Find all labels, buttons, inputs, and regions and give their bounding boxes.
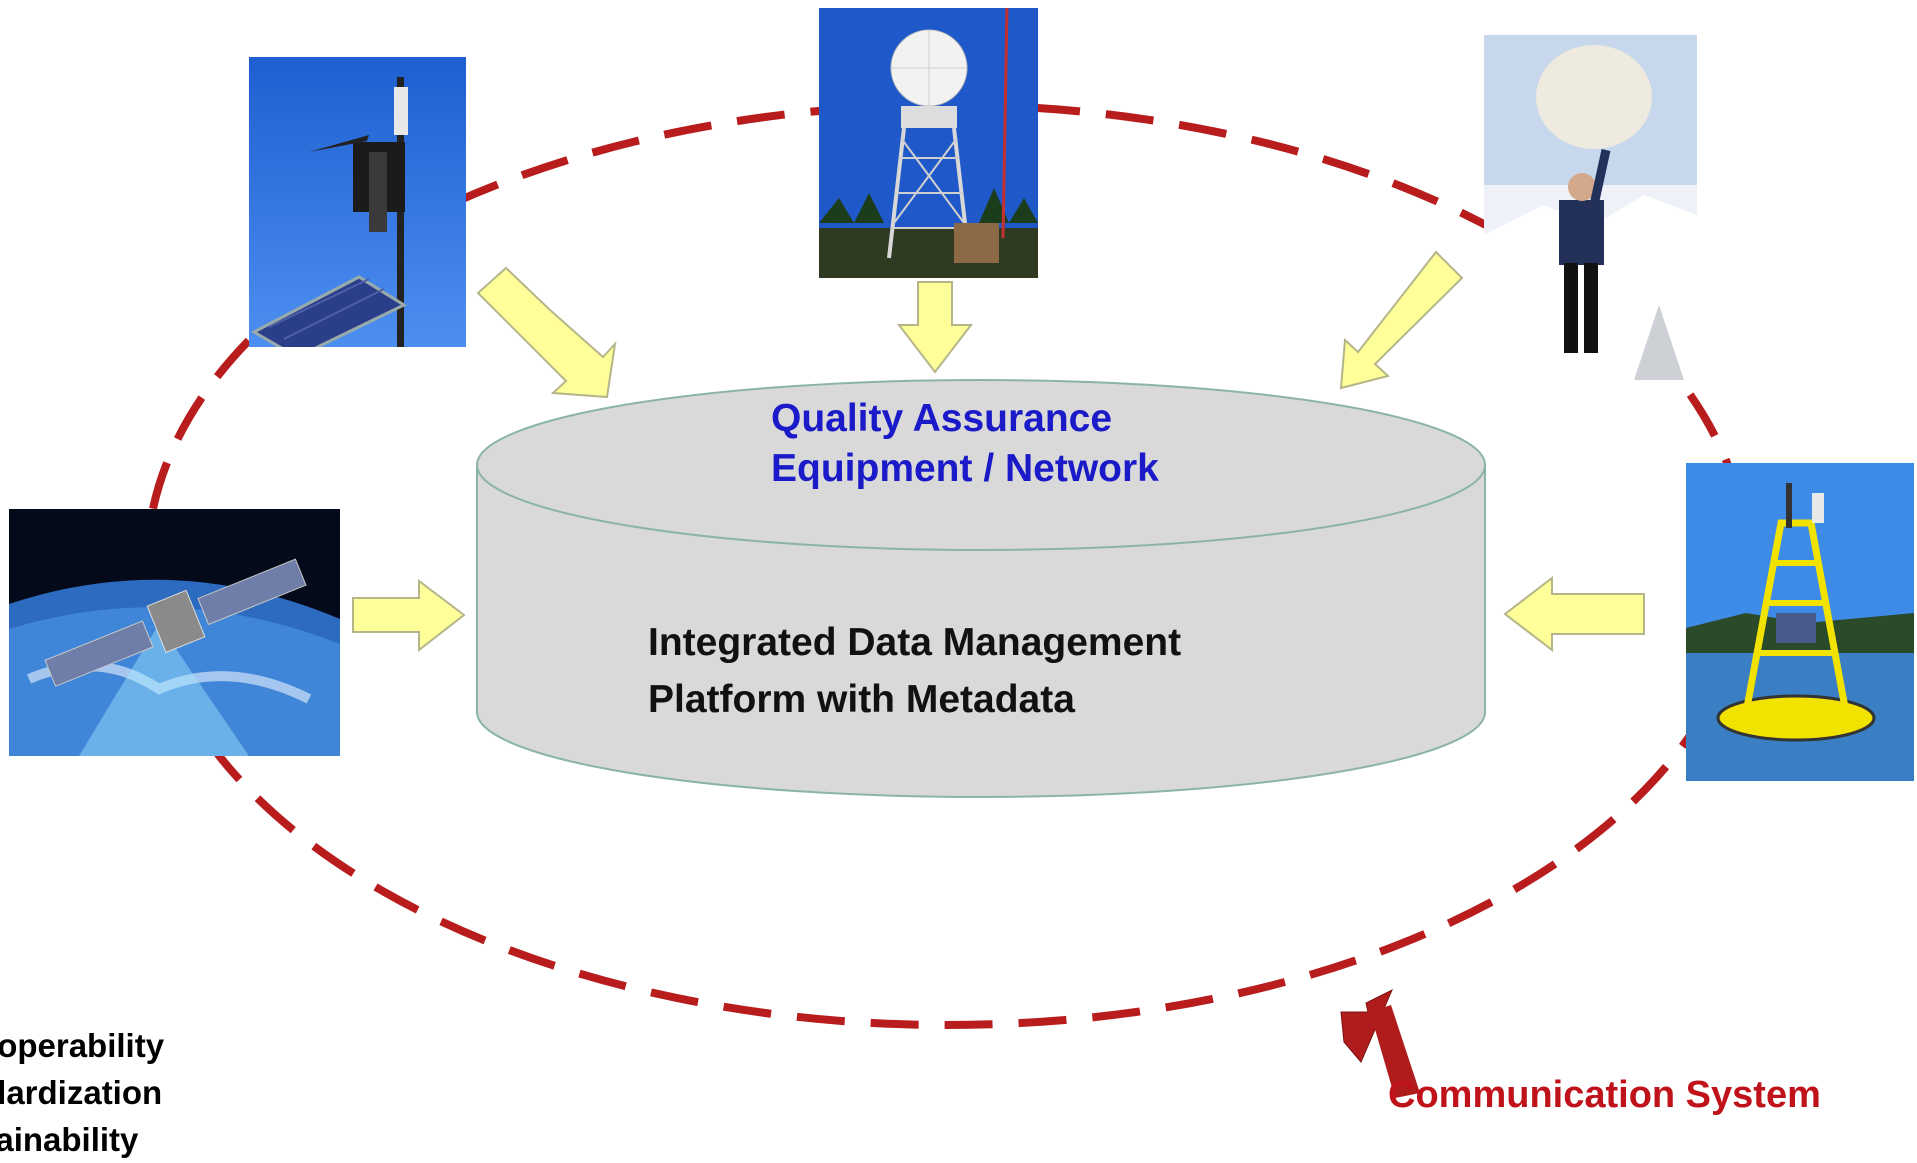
weather-balloon-photo [1484, 35, 1697, 380]
data-platform-diagram: Quality Assurance Equipment / Network In… [0, 8, 1914, 1158]
satellite-photo [9, 509, 340, 756]
arrow-from-buoy [1503, 575, 1645, 653]
diagram-graphics [143, 101, 1751, 1098]
arrow-from-radar-tower [896, 281, 974, 374]
communication-arrow [1340, 988, 1394, 1063]
communication-system-label: Communication System [1388, 1074, 1821, 1116]
ocean-buoy-photo [1686, 463, 1914, 781]
data-platform-label: Integrated Data Management Platform with… [648, 614, 1181, 728]
quality-assurance-label: Quality Assurance Equipment / Network [771, 394, 1159, 494]
platform-line-2: Platform with Metadata [648, 678, 1075, 721]
principle-item: stainability [0, 1121, 139, 1158]
platform-line-1: Integrated Data Management [648, 621, 1182, 664]
database-cylinder [476, 379, 1486, 798]
principles-list: eroperability ndardization stainability [0, 1022, 164, 1163]
radar-tower-photo [819, 8, 1038, 278]
communication-arrow-shaft [1370, 1005, 1420, 1098]
arrow-from-weather-station [476, 266, 617, 399]
qa-line-1: Quality Assurance [771, 397, 1113, 440]
weather-station-photo [249, 57, 466, 347]
qa-line-2: Equipment / Network [771, 447, 1159, 490]
principle-item: eroperability [0, 1027, 165, 1064]
arrow-from-satellite [352, 578, 466, 653]
principle-item: ndardization [0, 1074, 163, 1111]
arrow-from-balloon [1339, 250, 1464, 390]
